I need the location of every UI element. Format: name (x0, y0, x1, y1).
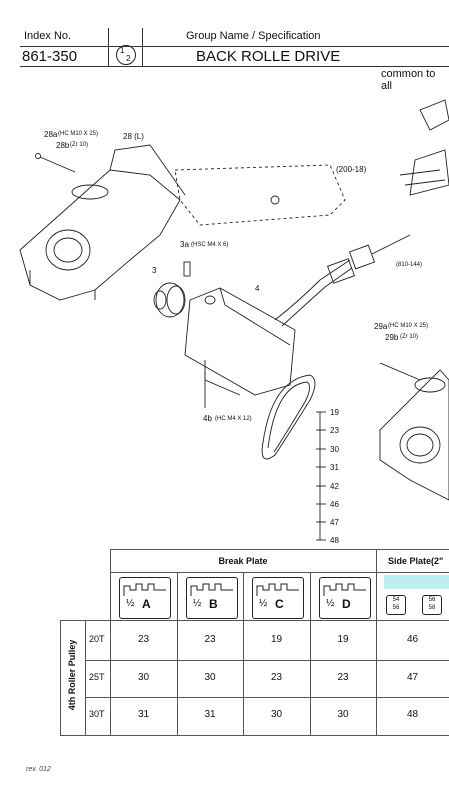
variant-c-icon: ½ C (252, 577, 304, 619)
callout-28a: 28a (44, 130, 58, 139)
variant-letter: D (342, 597, 351, 611)
variant-letter: C (275, 597, 284, 611)
table-cell: 23 (137, 634, 150, 645)
index-label: Index No. (24, 30, 72, 42)
table-cell: 48 (406, 709, 419, 720)
table-cell: 19 (337, 634, 349, 645)
side-plate-icon: 54 56 56 58 (384, 575, 449, 617)
belt-size: 31 (330, 463, 339, 472)
row-label: 30T (89, 709, 105, 719)
callout-28a-spec: (HC M10 X 25) (58, 131, 99, 137)
belt-size: 30 (330, 445, 339, 454)
table-line (243, 572, 244, 735)
table-cell: 23 (270, 672, 283, 683)
variant-letter: A (142, 597, 151, 611)
table-line (177, 572, 178, 735)
table-line (376, 549, 377, 735)
plate-profile-icon (256, 583, 299, 596)
belt-size: 48 (330, 536, 339, 545)
table-line (110, 572, 449, 573)
half-icon: ½ (259, 598, 268, 609)
belt-size: 46 (330, 500, 339, 509)
table-cell: 23 (204, 634, 216, 645)
index-value: 861-350 (22, 48, 78, 65)
fraction-den: 2 (126, 54, 131, 63)
table-line (60, 620, 61, 735)
side-tag-label: 58 (428, 605, 436, 611)
table-cell: 23 (337, 672, 349, 683)
group-label: Group Name / Specification (186, 30, 321, 42)
table-line (85, 620, 86, 735)
exploded-diagram (19, 99, 449, 541)
variant-a-icon: ½ A (119, 577, 171, 619)
half-icon: ½ (126, 598, 135, 609)
header-divider (20, 46, 449, 47)
group-value: BACK ROLLE DRIVE (196, 48, 341, 65)
page-fraction: 1 2 (116, 45, 136, 65)
side-plate-profile-icon (384, 575, 449, 589)
table-cell: 47 (406, 672, 419, 683)
plate-profile-icon (123, 583, 166, 596)
table-cell: 30 (337, 709, 349, 720)
side-tag-label: 54 (392, 597, 400, 603)
fraction-num: 1 (120, 46, 125, 55)
belt-size: 47 (330, 518, 339, 527)
callout-28b-spec: (Zr 10) (70, 142, 88, 148)
variant-d-icon: ½ D (319, 577, 371, 619)
table-cell: 30 (270, 709, 283, 720)
callout-29a-spec: (HC M10 X 25) (388, 323, 429, 329)
table-line (60, 620, 449, 621)
table-cell: 19 (270, 634, 283, 645)
table-line (310, 572, 311, 735)
row-label: 20T (89, 634, 105, 644)
table-line (85, 660, 449, 661)
variant-b-icon: ½ B (186, 577, 238, 619)
table-cell: 31 (137, 709, 150, 720)
callout-4b-spec: (HC M4 X 12) (215, 416, 252, 422)
table-line (110, 549, 111, 735)
variant-letter: B (209, 597, 218, 611)
callout-4b: 4b (203, 414, 212, 423)
common-note: common to all (381, 68, 436, 92)
table-cell: 46 (406, 634, 419, 645)
belt-size: 19 (330, 408, 339, 417)
table-line (85, 697, 449, 698)
callout-3: 3 (152, 266, 157, 275)
header-divider-v1 (108, 28, 109, 66)
callout-29a: 29a (374, 322, 388, 331)
belt-size: 42 (330, 482, 339, 491)
table-line (60, 735, 449, 736)
callout-810: (810-144) (396, 262, 423, 268)
side-tag: 56 58 (422, 595, 442, 615)
plate-profile-icon (323, 583, 366, 596)
table-cell: 30 (204, 672, 216, 683)
row-label: 25T (89, 672, 105, 682)
table-cell: 31 (204, 709, 216, 720)
callout-3a-spec: (HSC M4 X 6) (191, 242, 229, 248)
side-tag-label: 56 (392, 605, 400, 611)
side-plate-header: Side Plate(2" (388, 556, 444, 566)
table-line (110, 549, 449, 550)
side-tag: 54 56 (386, 595, 406, 615)
pulley-label: 4th Roller Pulley (67, 639, 77, 711)
callout-3a: 3a (180, 240, 189, 249)
header-divider-v2 (142, 28, 143, 66)
half-icon: ½ (326, 598, 335, 609)
belt-size: 23 (330, 426, 339, 435)
callout-28b: 28b (56, 141, 70, 150)
callout-200: (200-18) (336, 165, 367, 174)
callout-4: 4 (255, 284, 260, 293)
half-icon: ½ (193, 598, 202, 609)
table-cell: 30 (137, 672, 150, 683)
callout-28: 28 (L) (123, 132, 144, 141)
side-tag-label: 56 (428, 597, 436, 603)
break-plate-header: Break Plate (218, 556, 268, 566)
header-divider-bottom (20, 66, 449, 67)
plate-profile-icon (190, 583, 233, 596)
callout-29b-spec: (Zr 10) (400, 334, 418, 340)
callout-29b: 29b (385, 333, 399, 342)
revision-label: rev. 012 (26, 766, 51, 773)
